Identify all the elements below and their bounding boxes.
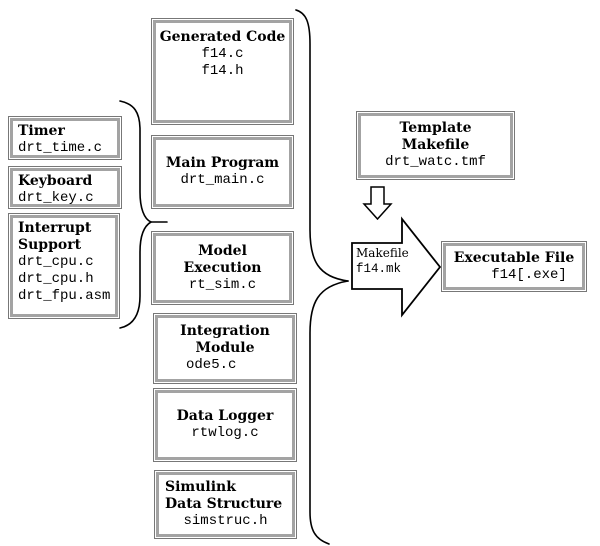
- generated-code-box: Generated Code f14.c f14.h: [153, 20, 292, 123]
- file-name: drt_main.c: [180, 172, 265, 188]
- down-arrow-icon: [362, 186, 393, 221]
- group-brace-right: [295, 9, 349, 545]
- box-title: Simulink: [165, 479, 236, 495]
- file-name: drt_cpu.h: [18, 271, 94, 287]
- makefile-arrow-file: f14.mk: [356, 262, 402, 276]
- file-name: rt_sim.c: [188, 276, 257, 293]
- file-name: f14[.exe]: [491, 266, 567, 283]
- box-title: Support: [18, 237, 82, 253]
- makefile-arrow-label: Makefile: [356, 246, 409, 260]
- box-title: Executable File: [453, 249, 575, 266]
- box-title: Makefile: [401, 137, 470, 153]
- interrupt-support-box: Interrupt Support drt_cpu.c drt_cpu.h dr…: [10, 215, 118, 317]
- file-name: drt_watc.tmf: [385, 154, 486, 170]
- box-title: Data Logger: [176, 408, 274, 424]
- file-name: f14.h: [201, 63, 244, 79]
- box-title: Timer: [18, 123, 65, 139]
- box-title: Model: [198, 242, 247, 259]
- integration-module-box: Integration Module ode5.c: [155, 315, 295, 382]
- box-title: Interrupt: [18, 220, 92, 236]
- file-name: ode5.c: [186, 357, 237, 373]
- file-name: drt_cpu.c: [18, 254, 94, 270]
- file-name: simstruc.h: [183, 513, 268, 529]
- file-name: drt_key.c: [18, 190, 94, 206]
- timer-box: Timer drt_time.c: [10, 118, 120, 158]
- file-name: drt_time.c: [18, 140, 103, 156]
- box-title: Integration: [180, 323, 270, 339]
- box-title: Execution: [183, 259, 262, 276]
- box-title: Generated Code: [159, 29, 286, 45]
- box-title: Main Program: [165, 155, 280, 171]
- makefile-arrow-text: Makefile f14.mk: [356, 246, 409, 277]
- executable-file-box: Executable File f14[.exe]: [443, 243, 585, 290]
- model-execution-box: Model Execution rt_sim.c: [153, 233, 292, 303]
- data-logger-box: Data Logger rtwlog.c: [155, 390, 295, 460]
- file-name: f14.c: [201, 46, 244, 62]
- template-makefile-box: Template Makefile drt_watc.tmf: [358, 113, 513, 178]
- file-name: drt_fpu.asm: [18, 288, 111, 304]
- box-title: Template: [399, 120, 472, 136]
- makefile-arrow: [351, 216, 442, 318]
- file-name: rtwlog.c: [191, 425, 259, 441]
- group-brace-left: [119, 100, 168, 329]
- keyboard-box: Keyboard drt_key.c: [10, 168, 120, 207]
- box-title: Data Structure: [165, 496, 283, 512]
- box-title: Keyboard: [18, 173, 93, 189]
- box-title: Module: [195, 340, 255, 356]
- main-program-box: Main Program drt_main.c: [153, 137, 292, 207]
- simulink-data-structure-box: Simulink Data Structure simstruc.h: [156, 472, 295, 537]
